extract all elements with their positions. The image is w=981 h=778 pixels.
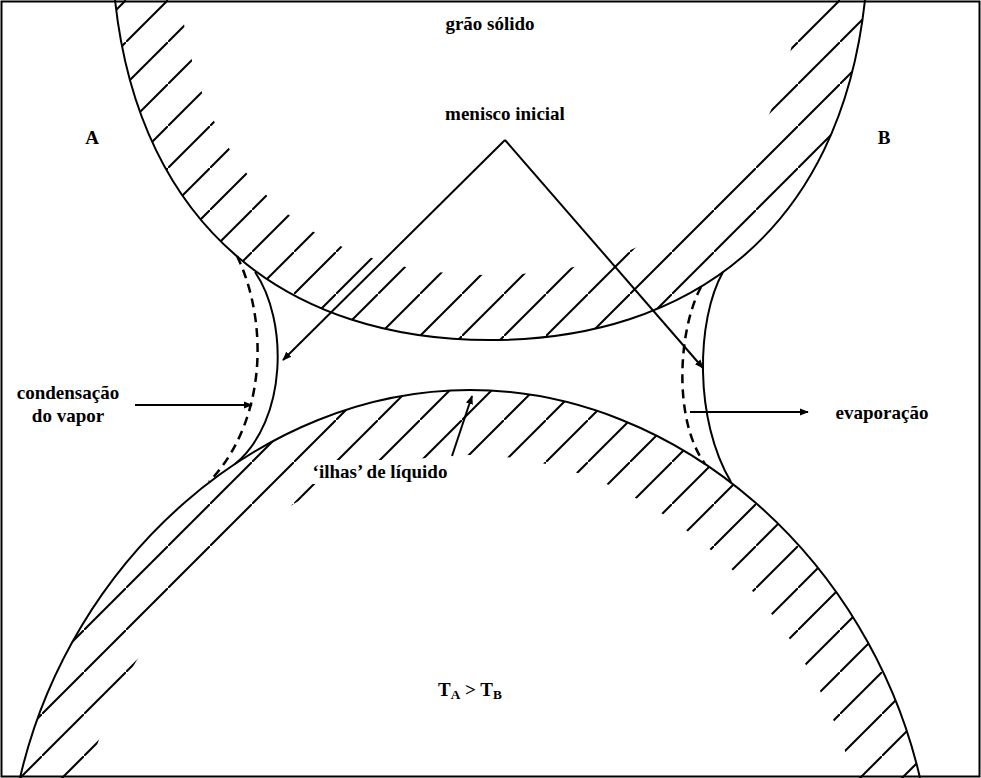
leader-arrow xyxy=(283,140,505,360)
flow-arrow xyxy=(135,404,252,406)
upper-grain-outline xyxy=(115,0,865,340)
lower-grain-outline xyxy=(20,390,920,778)
region-label: B xyxy=(878,127,891,150)
right-meniscus xyxy=(703,272,731,482)
leader-arrow xyxy=(452,396,472,456)
process-label: condensação do vapor xyxy=(5,382,131,428)
region-label: A xyxy=(85,127,99,150)
right-meniscus-dashed xyxy=(682,287,705,464)
grain-label: grão sólido xyxy=(445,13,534,36)
flow-arrow xyxy=(690,411,808,413)
process-label: evaporação xyxy=(836,402,929,425)
leader-arrow xyxy=(505,140,703,368)
liquid-label: ‘ilhas’ de líquido xyxy=(309,460,452,485)
left-meniscus-dashed xyxy=(209,256,258,482)
callout-label: menisco inicial xyxy=(445,103,565,126)
temperature-label: TA > TB xyxy=(438,679,502,702)
